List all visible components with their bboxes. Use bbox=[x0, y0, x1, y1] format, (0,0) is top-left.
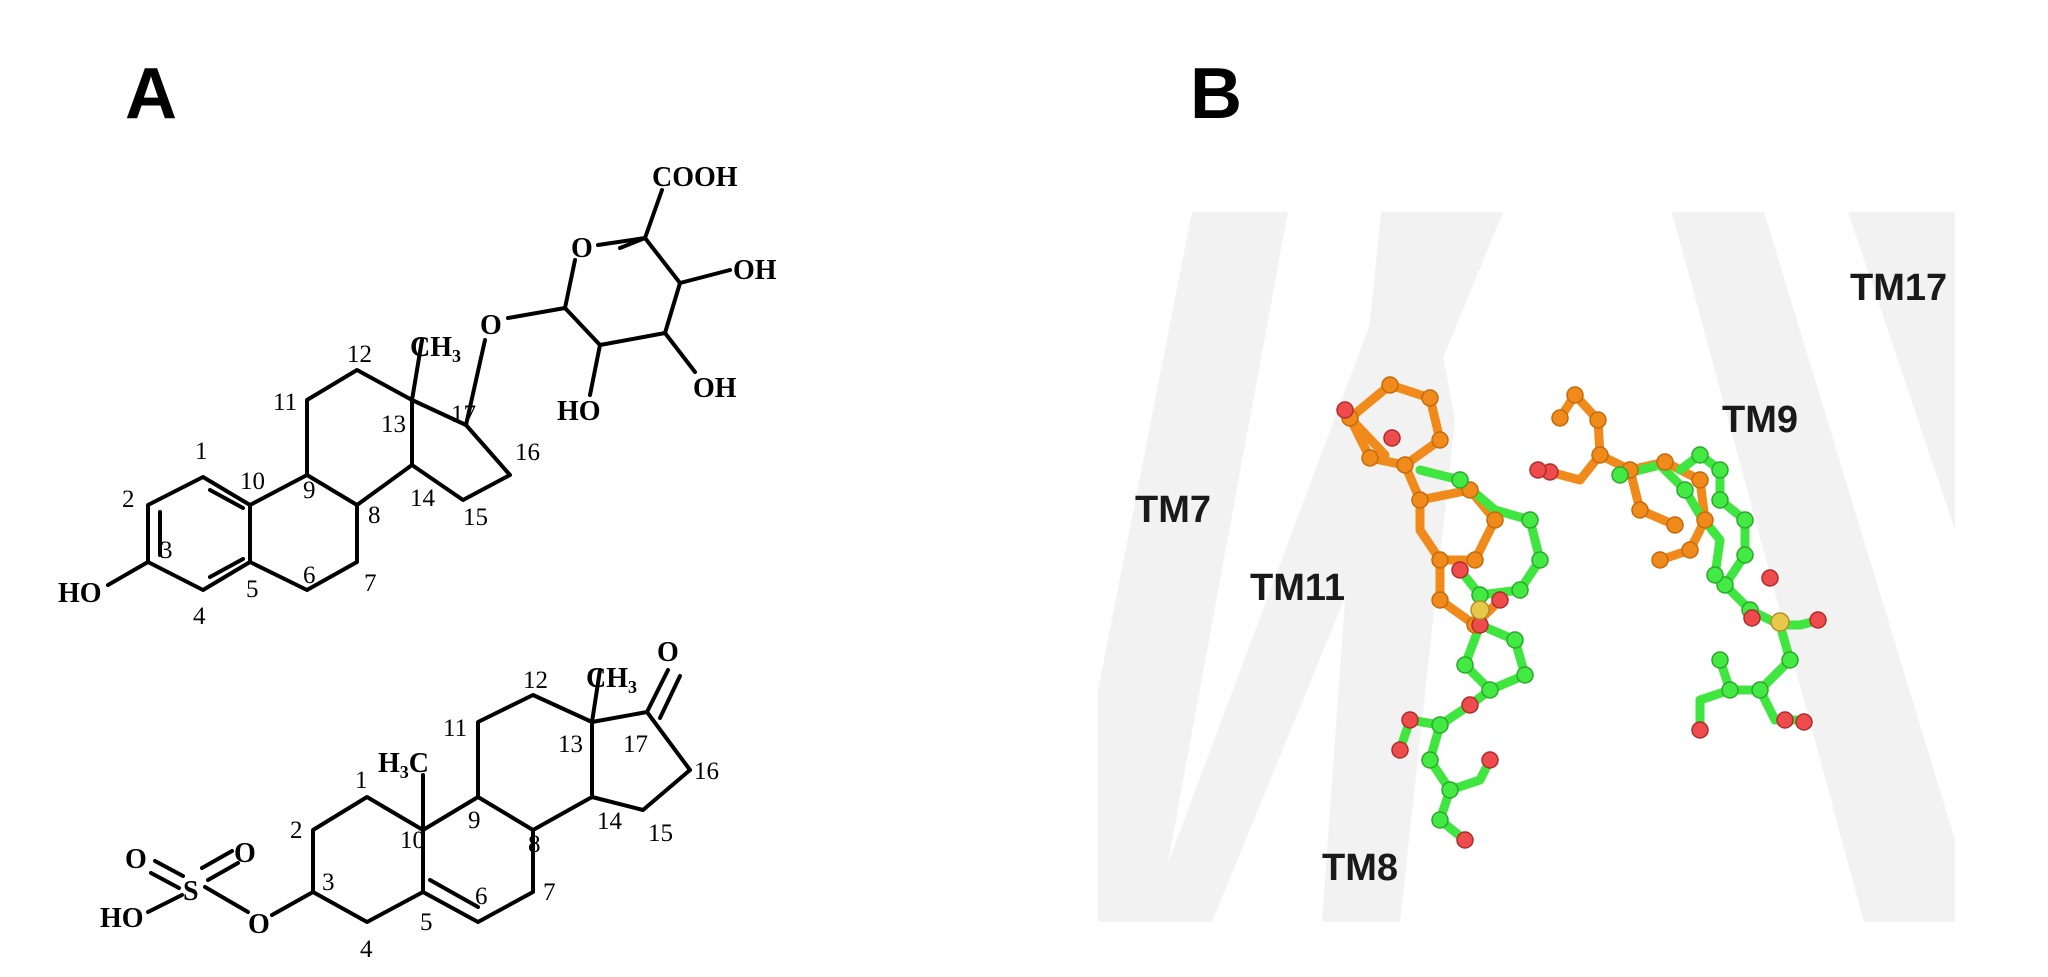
atom-number: 8 bbox=[368, 502, 381, 529]
sulfate-ho-label: HO bbox=[100, 903, 144, 934]
ketone-oxygen-label: O bbox=[657, 637, 679, 668]
atom-number: 13 bbox=[558, 731, 583, 758]
atom-number: 15 bbox=[463, 504, 488, 531]
atom-number: 12 bbox=[523, 667, 548, 694]
atom-number: 14 bbox=[410, 485, 436, 512]
atom-number: 7 bbox=[364, 570, 377, 597]
ligand-right bbox=[1529, 386, 1827, 739]
helix-tm17 bbox=[1848, 212, 1955, 530]
atom-number: 3 bbox=[160, 537, 173, 564]
atom-number: 11 bbox=[273, 389, 297, 416]
methyl-label: CH3 bbox=[410, 332, 461, 366]
methyl-label: H3C bbox=[378, 748, 429, 782]
helix-bundle bbox=[1098, 212, 1955, 922]
helix-label-tm8: TM8 bbox=[1322, 847, 1398, 889]
helix-tm9 bbox=[1672, 212, 1955, 922]
oh-label: OH bbox=[733, 255, 777, 286]
atom-number: 10 bbox=[400, 827, 425, 854]
estradiol-glucuronide-structure: COOH O O OH OH HO CH3 HO 1 2 3 4 5 6 7 8… bbox=[58, 162, 777, 630]
phenol-ho-label: HO bbox=[58, 578, 102, 609]
atom-number: 1 bbox=[195, 438, 208, 465]
atom-number: 14 bbox=[597, 808, 623, 835]
atom-number: 6 bbox=[475, 883, 488, 910]
atom-number: 17 bbox=[451, 401, 476, 428]
ho-label: HO bbox=[557, 396, 601, 427]
ring-oxygen-label: O bbox=[571, 233, 593, 264]
atom-number: 4 bbox=[193, 603, 206, 630]
panel-label-a: A bbox=[125, 54, 177, 134]
atom-number: 4 bbox=[360, 936, 373, 963]
panel-label-b: B bbox=[1190, 54, 1242, 134]
atom-number: 15 bbox=[648, 820, 673, 847]
atom-number: 8 bbox=[528, 831, 541, 858]
cooh-label: COOH bbox=[652, 162, 738, 193]
atom-number: 3 bbox=[322, 869, 335, 896]
atom-number: 6 bbox=[303, 562, 316, 589]
atom-number: 13 bbox=[381, 411, 406, 438]
link-oxygen-label: O bbox=[480, 310, 502, 341]
atom-number: 9 bbox=[468, 807, 481, 834]
atom-number: 5 bbox=[420, 909, 433, 936]
atom-number: 11 bbox=[443, 715, 467, 742]
atom-number: 5 bbox=[246, 576, 259, 603]
methyl-label: CH3 bbox=[586, 663, 637, 697]
atom-number: 2 bbox=[290, 817, 303, 844]
atom-number: 7 bbox=[543, 879, 556, 906]
atom-number: 10 bbox=[240, 468, 265, 495]
sulfate-oxygen-label: O bbox=[125, 844, 147, 875]
atom-number: 2 bbox=[122, 486, 135, 513]
helix-tm8 bbox=[1322, 212, 1455, 922]
helix-label-tm17: TM17 bbox=[1850, 267, 1947, 309]
sulfur-label: S bbox=[183, 876, 199, 907]
atom-number: 16 bbox=[694, 758, 719, 785]
helix-label-tm11: TM11 bbox=[1250, 567, 1345, 609]
oh-label: OH bbox=[693, 373, 737, 404]
dhea-sulfate-structure: O CH3 H3C O O S HO O 1 2 3 4 5 6 7 8 9 1… bbox=[100, 637, 719, 963]
helix-label-tm9: TM9 bbox=[1722, 399, 1798, 441]
ligand-left bbox=[1336, 376, 1549, 849]
atom-number: 17 bbox=[623, 731, 648, 758]
atom-number: 1 bbox=[355, 767, 368, 794]
helix-label-tm7: TM7 bbox=[1135, 489, 1211, 531]
atom-number: 16 bbox=[515, 439, 540, 466]
atom-number: 9 bbox=[303, 477, 316, 504]
sulfate-oxygen-label: O bbox=[234, 838, 256, 869]
helix-tm7 bbox=[1098, 212, 1288, 922]
bridge-oxygen-label: O bbox=[248, 909, 270, 940]
atom-number: 12 bbox=[347, 341, 372, 368]
